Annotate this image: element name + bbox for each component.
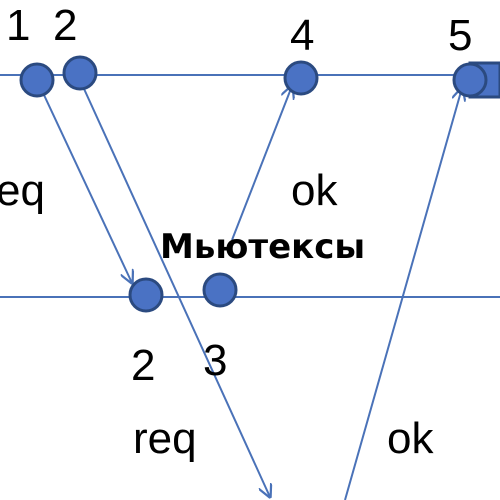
label-upper-req: eq [0,166,45,215]
event-upper-5 [452,62,488,98]
message-req-1 [36,79,132,283]
event-lower-3 [202,272,238,308]
label-top-5: 5 [448,11,472,60]
label-top-2: 2 [53,1,77,50]
label-upper-ok: ok [291,166,338,215]
event-upper-1 [19,62,55,98]
message-req-2 [79,79,270,497]
label-lower-req: req [133,414,197,463]
label-top-4: 4 [290,11,314,60]
message-ok-2 [344,88,462,500]
message-ok-1 [231,86,292,241]
label-lower-ok: ok [387,414,434,463]
event-upper-2 [62,55,98,91]
event-lower-2 [128,277,164,313]
diagram-title: Мьютексы [160,227,365,267]
label-bottom-3: 3 [203,336,227,385]
event-upper-4 [283,60,319,96]
label-bottom-2: 2 [131,341,155,390]
label-top-1: 1 [6,1,30,50]
